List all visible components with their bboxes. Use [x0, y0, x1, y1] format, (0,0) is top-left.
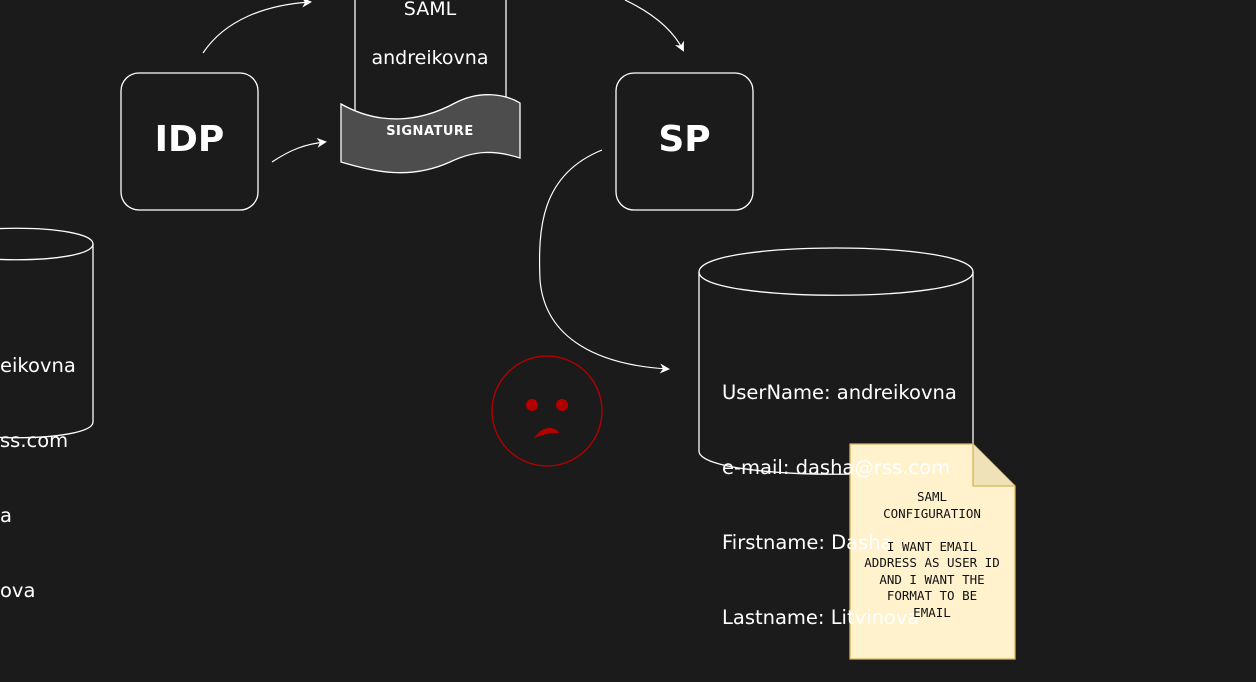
note-text: SAML CONFIGURATION I WANT EMAIL ADDRESS …	[864, 489, 1000, 620]
sp-label: SP	[658, 119, 711, 160]
sp-db-firstname: Firstname: Dasha	[722, 531, 893, 554]
sad-face-icon	[491, 355, 603, 467]
arrow-idp-to-signature	[271, 137, 327, 163]
idp-db-line: ova	[0, 579, 36, 602]
idp-db-line: ss.com	[0, 429, 69, 452]
saml-document-title: SAML	[403, 0, 457, 20]
idp-database-text: eikovna ss.com a ova	[0, 303, 76, 653]
sp-box[interactable]	[615, 72, 754, 211]
arrow-idp-to-saml-top	[202, 0, 312, 54]
saml-document-username: andreikovna	[371, 47, 489, 69]
sp-db-username: UserName: andreikovna	[722, 381, 957, 404]
signature-banner[interactable]	[340, 94, 521, 174]
arrow-sp-to-database	[538, 149, 670, 374]
sp-db-email: e-mail: dasha@rss.com	[722, 456, 951, 479]
sp-database-text: UserName: andreikovna e-mail: dasha@rss.…	[722, 330, 957, 680]
saml-configuration-note[interactable]	[849, 443, 1016, 660]
idp-db-line: a	[0, 504, 12, 527]
signature-label: SIGNATURE	[386, 124, 474, 139]
sp-db-lastname: Lastname: Litvinova	[722, 606, 920, 629]
idp-label: IDP	[154, 119, 225, 160]
idp-db-line: eikovna	[0, 354, 76, 377]
idp-database[interactable]	[0, 227, 94, 439]
arrow-saml-to-sp	[624, 0, 684, 52]
idp-box[interactable]	[120, 72, 259, 211]
